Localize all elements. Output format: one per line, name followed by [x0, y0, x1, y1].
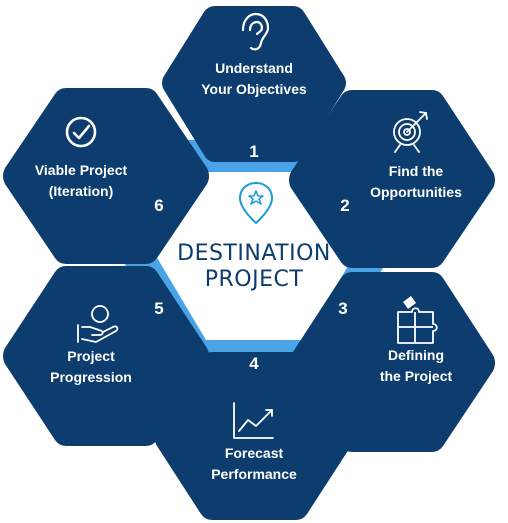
hexagon-4 [155, 352, 353, 520]
step-number-4: 4 [249, 354, 259, 373]
line-chart-icon [233, 402, 274, 439]
step-1-label-line-2: Your Objectives [201, 81, 307, 97]
hexagon-3 [289, 272, 495, 452]
puzzle-icon [397, 296, 438, 344]
step-5-label-line-1: Project [67, 348, 115, 364]
hand-money-icon [77, 305, 119, 343]
check-circle-icon [65, 116, 97, 148]
step-number-2: 2 [340, 196, 350, 215]
step-number-5: 5 [154, 299, 164, 318]
hexagon-5 [3, 266, 209, 446]
step-5-label-line-2: Progression [50, 369, 132, 385]
center-title-line-1: DESTINATION [177, 241, 331, 266]
step-6-label-line-1: Viable Project [34, 162, 128, 178]
step-number-1: 1 [249, 142, 259, 161]
step-1-label-line-1: Understand [215, 60, 293, 76]
step-4-label-line-1: Forecast [224, 445, 284, 461]
star-location-pin-icon [238, 181, 274, 225]
step-2-label-line-1: Find the [388, 163, 444, 179]
step-3-label-line-1: Defining [388, 347, 444, 363]
step-6-label-line-2: (Iteration) [48, 183, 114, 199]
step-3-label-line-2: the Project [379, 368, 453, 384]
step-5-label: Project Progression [26, 346, 156, 388]
center-hexagon [156, 172, 354, 340]
step-number-3: 3 [338, 299, 348, 318]
target-arrow-icon [393, 111, 428, 153]
step-6-label: Viable Project (Iteration) [14, 160, 148, 202]
step-number-6: 6 [154, 196, 164, 215]
hexagon-1 [162, 6, 346, 162]
step-3-label: Defining the Project [356, 345, 476, 387]
center-title-line-2: PROJECT [204, 267, 304, 292]
ear-icon [241, 12, 270, 51]
hexagon-6 [3, 88, 209, 264]
step-1-label: Understand Your Objectives [184, 58, 324, 100]
step-2-label: Find the Opportunities [356, 161, 476, 203]
step-4-label: Forecast Performance [184, 443, 324, 485]
center-title: DESTINATION PROJECT [154, 241, 354, 293]
step-2-label-line-2: Opportunities [370, 184, 462, 200]
hexagon-2 [289, 90, 495, 268]
step-4-label-line-2: Performance [211, 466, 297, 482]
